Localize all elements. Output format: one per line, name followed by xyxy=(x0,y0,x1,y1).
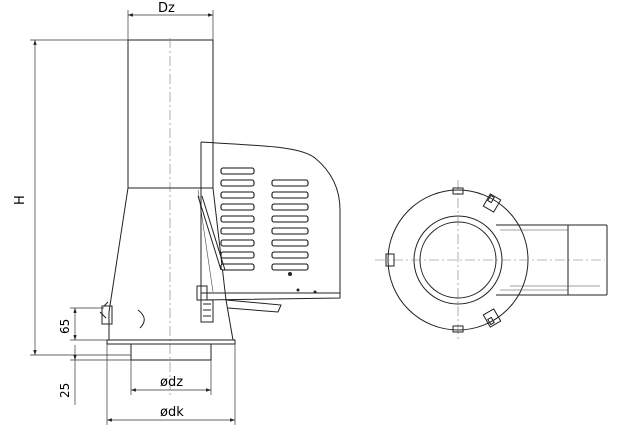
louver-slat xyxy=(271,263,309,271)
hood-housing xyxy=(200,141,341,301)
louver-slat xyxy=(271,251,309,259)
hood-rivet xyxy=(288,272,292,276)
louver-slat xyxy=(271,179,309,187)
ring-clamp xyxy=(385,253,395,267)
dz-label: Dz xyxy=(158,1,175,16)
louver-column-left xyxy=(220,167,255,271)
dim-65-label: 65 xyxy=(58,319,72,334)
base-body-lower xyxy=(108,299,234,341)
hood-rivet xyxy=(313,290,317,294)
flange-clamp-left xyxy=(99,301,145,329)
hood-support-strut xyxy=(197,195,226,271)
ring-clamp xyxy=(482,193,502,213)
top-pipe xyxy=(127,39,214,189)
louver-slat xyxy=(271,215,309,223)
louver-slat xyxy=(220,203,255,211)
base-flange xyxy=(106,339,236,345)
louver-slat xyxy=(271,227,309,235)
height-label: H xyxy=(13,195,28,205)
latch-clamp xyxy=(196,285,214,323)
dimension-65: 65 xyxy=(58,307,107,341)
dim-25-label: 25 xyxy=(58,383,72,398)
louver-slat xyxy=(271,191,309,199)
base-spigot xyxy=(130,343,212,361)
top-view xyxy=(375,180,608,340)
dimension-25: 25 xyxy=(58,345,131,405)
dimension-dz: Dz xyxy=(127,1,214,40)
louver-slat xyxy=(220,215,255,223)
louver-slat xyxy=(220,167,255,175)
louver-slat xyxy=(220,251,255,259)
louver-slat xyxy=(220,179,255,187)
louver-slat xyxy=(220,227,255,235)
body-guide-line xyxy=(197,189,214,293)
louver-slat xyxy=(220,191,255,199)
outlet-duct xyxy=(496,224,608,296)
louver-slat xyxy=(220,263,255,271)
hood-rivet xyxy=(296,288,300,292)
phi-dz-label: ødz xyxy=(160,375,183,390)
phi-dk-label: ødk xyxy=(160,405,184,420)
ring-clamp xyxy=(452,187,464,333)
conical-body xyxy=(108,187,227,313)
dimension-height: H xyxy=(13,39,131,356)
ring-clamp xyxy=(482,308,502,328)
dimension-phi-dz: ødz xyxy=(130,360,212,395)
side-view xyxy=(99,38,341,395)
dimension-phi-dk: ødk xyxy=(106,344,236,425)
lower-lever xyxy=(225,299,282,313)
louver-column-right xyxy=(271,179,309,271)
louver-slat xyxy=(271,203,309,211)
louver-slat xyxy=(220,239,255,247)
louver-slat xyxy=(271,239,309,247)
